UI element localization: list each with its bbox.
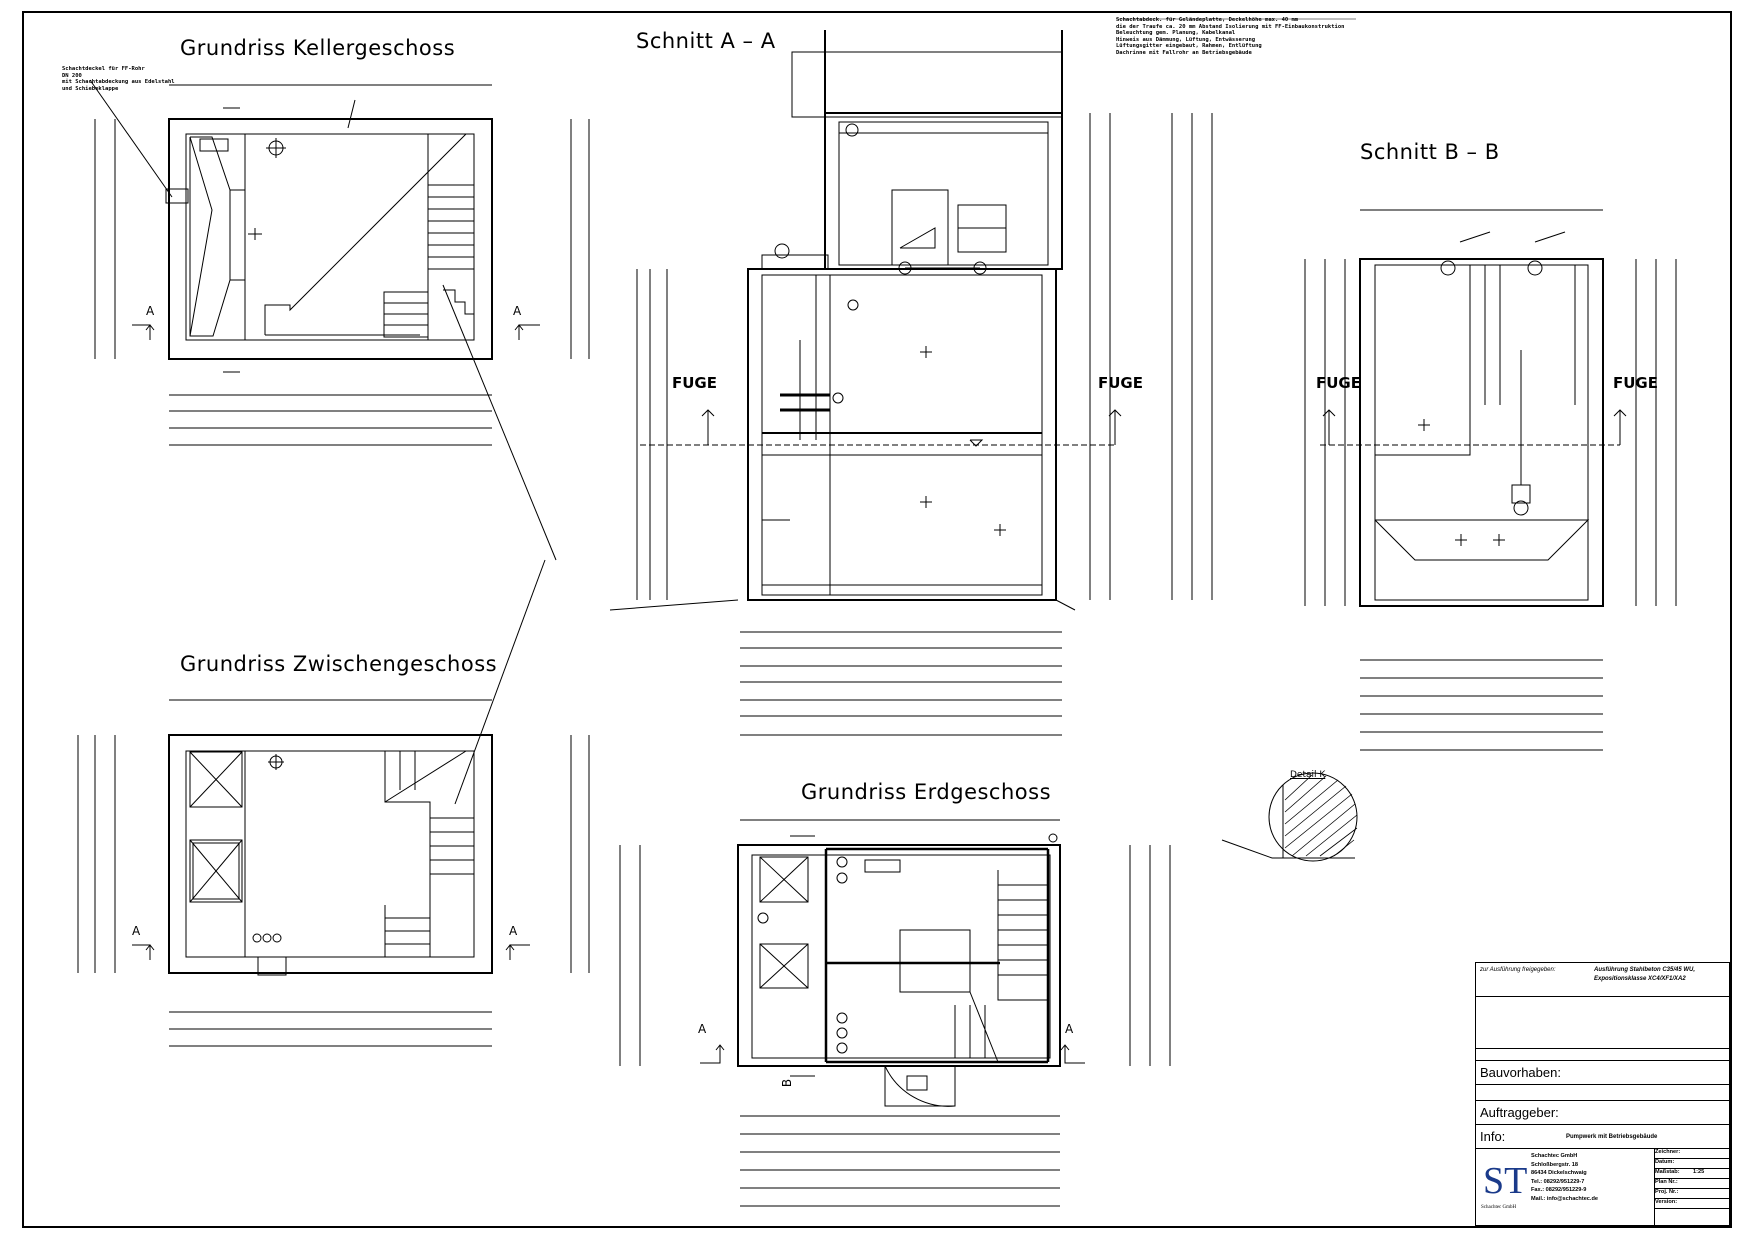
meta-value: 1:25	[1693, 1169, 1705, 1175]
notes-row	[1476, 997, 1729, 1049]
bauvorhaben-row: Bauvorhaben:	[1476, 1061, 1729, 1085]
section-marker-a: A	[1065, 1022, 1074, 1036]
meta-row: Proj. Nr.:	[1655, 1189, 1731, 1199]
fuge-label: FUGE	[1098, 374, 1143, 392]
section-marker-a: A	[132, 924, 141, 938]
revision-row	[1476, 1049, 1729, 1061]
meta-row: Zeichner:	[1655, 1149, 1731, 1159]
approval-row: zur Ausführung freigegeben: Ausführung S…	[1476, 963, 1729, 997]
info-label: Info:	[1480, 1129, 1506, 1144]
approval-value-2: Expositionsklasse XC4/XF1/XA2	[1594, 976, 1686, 982]
title-schnitt-bb: Schnitt B – B	[1360, 140, 1500, 164]
annotation: Schachtabdeck. für Geländeplatte, Deckel…	[1116, 17, 1345, 56]
section-marker-a: A	[509, 924, 518, 938]
section-marker-a: A	[146, 304, 155, 318]
logo-caption: Schachtec GmbH	[1481, 1205, 1517, 1210]
title-detail: Detail K	[1290, 770, 1326, 780]
meta-label: Plan Nr.:	[1655, 1179, 1678, 1185]
meta-table: Zeichner: Datum: Maßstab:1:25 Plan Nr.: …	[1654, 1149, 1731, 1227]
meta-label: Datum:	[1655, 1159, 1675, 1165]
company-logo: ST Schachtec GmbH	[1479, 1153, 1527, 1211]
meta-row: Plan Nr.:	[1655, 1179, 1731, 1189]
spacer-row	[1476, 1085, 1729, 1101]
info-value: Pumpwerk mit Betriebsgebäude	[1566, 1134, 1658, 1140]
section-marker-a: A	[513, 304, 522, 318]
plan-erdgeschoss	[619, 819, 1171, 1207]
fuge-label: FUGE	[1316, 374, 1361, 392]
logo-icon: ST Schachtec GmbH	[1481, 1160, 1527, 1210]
auftraggeber-label: Auftraggeber:	[1480, 1105, 1559, 1120]
title-schnitt-aa: Schnitt A – A	[636, 29, 776, 53]
sheet-border	[22, 11, 1732, 1228]
meta-label: Version:	[1655, 1199, 1678, 1205]
section-aa	[609, 30, 1213, 736]
fuge-label: FUGE	[672, 374, 717, 392]
meta-row: Datum:	[1655, 1159, 1731, 1169]
section-marker-a: A	[698, 1022, 707, 1036]
approval-label: zur Ausführung freigegeben:	[1480, 967, 1556, 973]
meta-label: Zeichner:	[1655, 1149, 1681, 1155]
annotation: Schachtdeckel für FF-Rohr DN 200 mit Sch…	[62, 66, 175, 92]
title-zwischengeschoss: Grundriss Zwischengeschoss	[180, 652, 498, 676]
meta-row: Version:	[1655, 1199, 1731, 1209]
bauvorhaben-label: Bauvorhaben:	[1480, 1065, 1561, 1080]
section-bb	[1304, 209, 1677, 751]
meta-row: Maßstab: 1:25	[1655, 1169, 1731, 1179]
meta-label: Proj. Nr.:	[1655, 1189, 1679, 1195]
plan-zwischengeschoss	[77, 559, 590, 1047]
company-address: Schachtec GmbH Schloßbergstr. 18 86434 D…	[1531, 1153, 1598, 1202]
approval-value-1: Ausführung Stahlbeton C35/45 WU,	[1594, 967, 1696, 973]
auftraggeber-row: Auftraggeber:	[1476, 1101, 1729, 1125]
title-kellergeschoss: Grundriss Kellergeschoss	[180, 36, 456, 60]
info-row: Info: Pumpwerk mit Betriebsgebäude	[1476, 1125, 1729, 1149]
detail-k	[1221, 772, 1358, 862]
plan-kellergeschoss	[89, 79, 590, 561]
title-block: zur Ausführung freigegeben: Ausführung S…	[1475, 962, 1731, 1227]
meta-label: Maßstab:	[1655, 1169, 1680, 1175]
company-row: ST Schachtec GmbH Schachtec GmbH Schloßb…	[1476, 1149, 1731, 1227]
logo-letters: ST	[1483, 1160, 1527, 1202]
title-erdgeschoss: Grundriss Erdgeschoss	[801, 780, 1052, 804]
